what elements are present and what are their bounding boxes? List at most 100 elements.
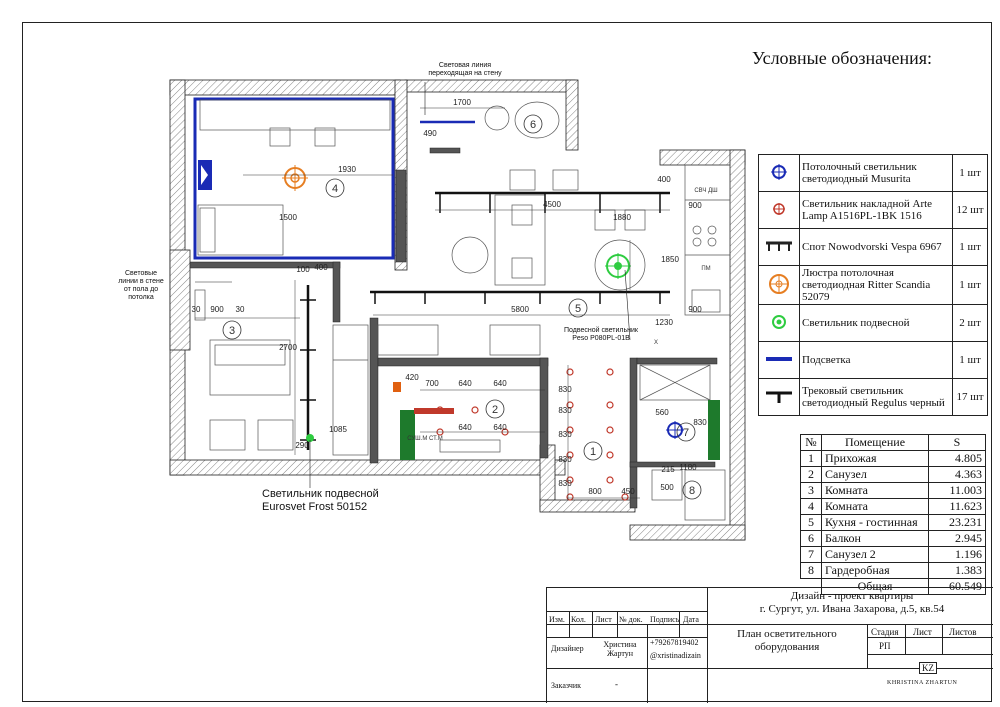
legend-count: 1 шт bbox=[952, 228, 988, 266]
red-surface-light-icon bbox=[621, 493, 629, 501]
legend-row: Подсветка 1 шт bbox=[758, 341, 988, 379]
legend-row: Спот Nowodvorski Vespa 6967 1 шт bbox=[758, 228, 988, 266]
dim-700: 700 bbox=[425, 379, 439, 388]
sheet-header: Лист bbox=[913, 627, 932, 637]
legend-count: 1 шт bbox=[952, 154, 988, 192]
total-label: Общая bbox=[821, 578, 929, 595]
sheet-title: План осветительного оборудования bbox=[737, 628, 837, 653]
room-number-markers bbox=[222, 114, 702, 500]
legend-label: Подсветка bbox=[799, 341, 953, 379]
room-number: 1 bbox=[800, 450, 822, 467]
red-surface-light-icon bbox=[606, 368, 614, 376]
blue-backlight-line-icon bbox=[766, 356, 792, 361]
designer-instagram: @xristinadizain bbox=[650, 651, 701, 660]
dim-900c: 900 bbox=[210, 305, 224, 314]
dim-400a: 400 bbox=[657, 175, 671, 184]
dim-100: 100 bbox=[296, 265, 310, 274]
col-date: Дата bbox=[683, 615, 699, 624]
room-number-4: 4 bbox=[332, 183, 338, 195]
green-pendant-icon bbox=[605, 253, 631, 279]
green-panels bbox=[393, 382, 720, 460]
dim-900a: 900 bbox=[688, 201, 702, 210]
col-sign: Подпись bbox=[650, 615, 680, 624]
legend-row: Светильник накладной Arte Lamp A1516PL-1… bbox=[758, 191, 988, 229]
designer-name: Христина Жартун bbox=[603, 640, 637, 658]
legend-label: Люстра потолочная светодиодная Ritter Sc… bbox=[799, 265, 953, 305]
legend-row: Люстра потолочная светодиодная Ritter Sc… bbox=[758, 265, 988, 305]
room-number-3: 3 bbox=[229, 325, 235, 337]
project-address: г. Сургут, ул. Ивана Захарова, д.5, кв.5… bbox=[759, 603, 945, 615]
dim-450: 450 bbox=[621, 487, 635, 496]
dim-1880: 1880 bbox=[613, 213, 631, 222]
sheets-header: Листов bbox=[949, 627, 977, 637]
red-surface-light-icon bbox=[606, 451, 614, 459]
dim-490: 490 bbox=[423, 129, 437, 138]
room-name: Комната bbox=[821, 482, 929, 499]
appliance-sush: СУШ.М СТ.М bbox=[407, 436, 443, 442]
col-kol: Кол. bbox=[571, 615, 586, 624]
note-wall-lines: Световые линии в стене от пола до потолк… bbox=[118, 270, 164, 301]
col-header-area: S bbox=[928, 434, 986, 451]
dim-830e: 830 bbox=[558, 479, 572, 488]
room-number-6: 6 bbox=[530, 119, 536, 131]
green-pendant-icon-small bbox=[306, 434, 314, 442]
client-role: Заказчик bbox=[551, 681, 582, 690]
client-name: - bbox=[615, 679, 618, 689]
room-area: 4.363 bbox=[928, 466, 986, 483]
appliance-x: X bbox=[654, 340, 658, 346]
red-surface-light-icon bbox=[606, 476, 614, 484]
room-name: Прихожая bbox=[821, 450, 929, 467]
room-number: 4 bbox=[800, 498, 822, 515]
legend-count: 1 шт bbox=[952, 265, 988, 305]
col-header-number: № bbox=[800, 434, 822, 451]
legend-table: Потолочный светильник светодиодный Musur… bbox=[758, 154, 988, 416]
red-surface-lights bbox=[436, 368, 629, 501]
dim-640c: 640 bbox=[458, 423, 472, 432]
stage-value: РП bbox=[879, 641, 891, 651]
room-name: Санузел 2 bbox=[821, 546, 929, 563]
orange-chandelier-icon bbox=[769, 273, 789, 294]
drawing-frame bbox=[22, 22, 992, 702]
legend-label: Светильник подвесной bbox=[799, 304, 953, 342]
room-area: 11.003 bbox=[928, 482, 986, 499]
legend-label: Трековый светильник светодиодный Regulus… bbox=[799, 378, 953, 416]
red-surface-light-icon bbox=[566, 426, 574, 434]
room-table-header: № Помещение S bbox=[800, 434, 986, 451]
red-surface-light-icon bbox=[566, 368, 574, 376]
room-number: 6 bbox=[800, 530, 822, 547]
room-number: 8 bbox=[800, 562, 822, 579]
note-light-line-wall: Световая линия переходящая на стену bbox=[428, 62, 502, 77]
blue-ceiling-light-icon bbox=[771, 163, 787, 180]
dim-2700: 2700 bbox=[279, 343, 297, 352]
furniture bbox=[194, 99, 731, 521]
dim-290: 290 bbox=[295, 441, 309, 450]
room-name: Балкон bbox=[821, 530, 929, 547]
room-number: 5 bbox=[800, 514, 822, 531]
room-number-5: 5 bbox=[575, 303, 581, 315]
red-surface-light-icon bbox=[471, 406, 479, 414]
room-name: Кухня - гостинная bbox=[821, 514, 929, 531]
track-light-icon bbox=[766, 391, 792, 403]
dim-5800: 5800 bbox=[511, 305, 529, 314]
legend-row: Потолочный светильник светодиодный Musur… bbox=[758, 154, 988, 192]
spot-track-icon bbox=[766, 241, 792, 251]
col-izm: Изм. bbox=[549, 615, 565, 624]
dim-420: 420 bbox=[405, 373, 419, 382]
dim-640a: 640 bbox=[458, 379, 472, 388]
project-title: Дизайн - проект квартиры bbox=[790, 590, 914, 602]
dim-800: 800 bbox=[588, 487, 602, 496]
red-surface-light-icon bbox=[566, 476, 574, 484]
room-number-8: 8 bbox=[689, 485, 695, 497]
total-area: 60.549 bbox=[928, 578, 986, 595]
dimension-lines bbox=[195, 107, 670, 500]
room-area: 11.623 bbox=[928, 498, 986, 515]
room-name: Гардеробная bbox=[821, 562, 929, 579]
red-surface-light-icon bbox=[566, 493, 574, 501]
note-eurosvet: Светильник подвесной Eurosvet Frost 5015… bbox=[262, 488, 379, 513]
appliance-svch: СВЧ ДШ bbox=[694, 188, 717, 194]
dim-30b: 30 bbox=[236, 305, 245, 314]
dim-1180: 1180 bbox=[679, 463, 697, 472]
